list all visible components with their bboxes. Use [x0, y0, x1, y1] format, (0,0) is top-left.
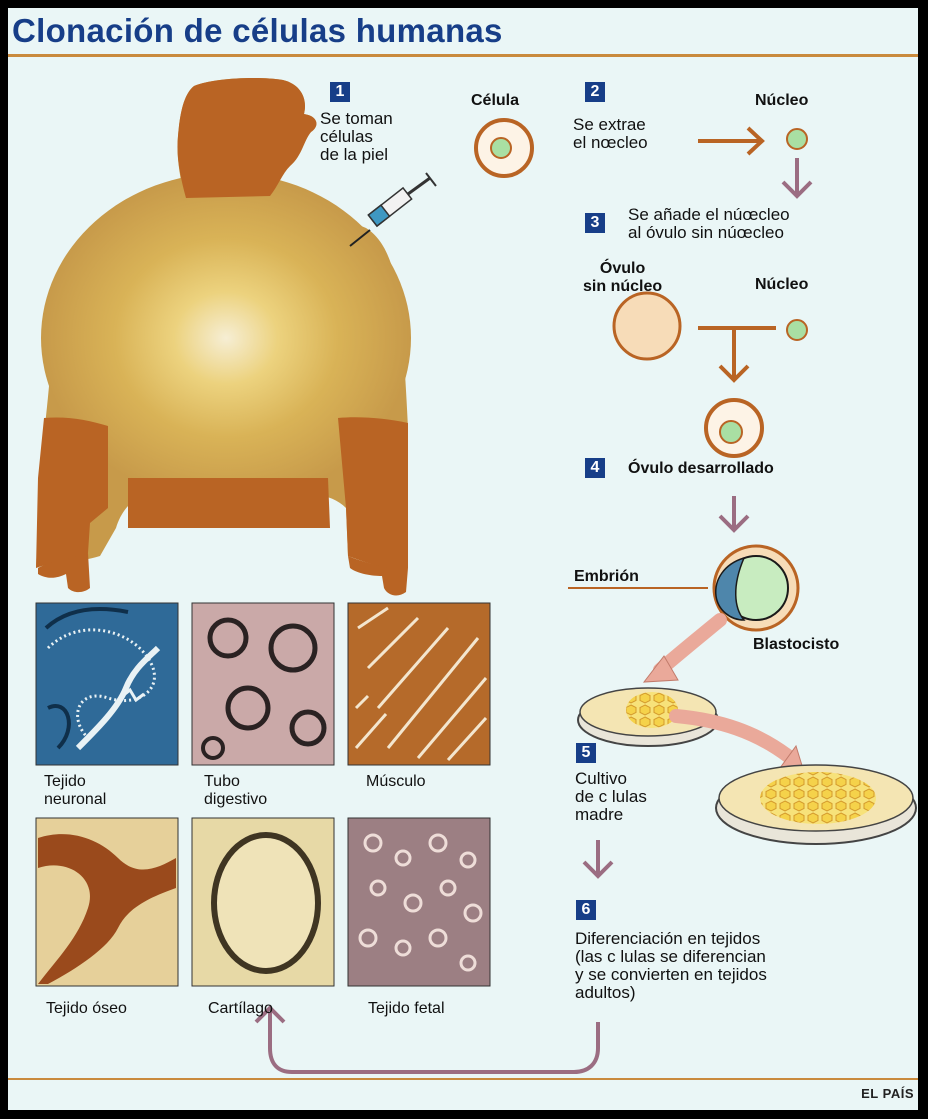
tissue-caption-fetal: Tejido fetal: [368, 1000, 445, 1018]
arrow-join-orange: [698, 328, 776, 380]
title-divider: [8, 54, 918, 57]
step-1-badge: 1: [330, 82, 350, 102]
tissue-caption-bone: Tejido óseo: [46, 1000, 127, 1018]
credit-label: EL PAÍS: [861, 1086, 914, 1101]
tissue-neural-image: [36, 603, 178, 765]
arrow-pink-curved: [676, 716, 804, 772]
tissue-cartilage-image: [192, 818, 334, 986]
developed-ovum: [706, 400, 762, 456]
arrow-down-mauve: [720, 496, 748, 530]
step-1-text: Se toman células de la piel: [320, 110, 393, 164]
arrow-pink-curved: [644, 620, 720, 682]
nucleus-label-2: Núcleo: [755, 276, 808, 294]
step-6-badge: 6: [576, 900, 596, 920]
page-title: Clonación de células humanas: [12, 12, 503, 50]
cell-label: Célula: [471, 92, 519, 110]
arrow-down-mauve: [783, 158, 811, 196]
cell-diagram: [476, 120, 532, 176]
step-5-badge: 5: [576, 743, 596, 763]
petri-dish-large: [716, 765, 916, 844]
embryo-label: Embrión: [574, 568, 639, 586]
infographic: Clonación de células humanas 1 Se toman …: [8, 8, 918, 1110]
tissue-digestive-image: [192, 603, 334, 765]
nucleus-label: Núcleo: [755, 92, 808, 110]
step-3-badge: 3: [585, 213, 605, 233]
illustration-layer: [8, 8, 918, 1110]
nucleus-icon: [787, 129, 807, 149]
step-2-text: Se extrae el nœcleo: [573, 116, 648, 152]
blastocyst-diagram: [568, 546, 798, 630]
step-5-text: Cultivo de c lulas madre: [575, 770, 647, 824]
tissue-caption-cartilage: Cartílago: [208, 1000, 273, 1018]
step-3-text: Se añade el núœcleo al óvulo sin núœcleo: [628, 206, 790, 242]
arrow-right-orange: [698, 128, 762, 154]
tissue-caption-digestive: Tubo digestivo: [204, 773, 267, 809]
tissue-caption-muscle: Músculo: [366, 773, 426, 791]
step-4-text: Óvulo desarrollado: [628, 460, 774, 478]
footer-divider: [8, 1078, 918, 1080]
tissue-caption-neural: Tejido neuronal: [44, 773, 106, 809]
tissue-fetal-image: [348, 818, 490, 986]
arrow-down-mauve: [584, 840, 612, 876]
tissue-bone-image: [36, 818, 178, 986]
step-2-badge: 2: [585, 82, 605, 102]
step-6-text: Diferenciación en tejidos (las c lulas s…: [575, 930, 767, 1002]
ovum-label: Óvulo sin núcleo: [583, 260, 662, 296]
syringe-icon: [350, 173, 436, 246]
nucleus-icon: [787, 320, 807, 340]
tissue-muscle-image: [348, 603, 490, 765]
blastocyst-label: Blastocisto: [753, 636, 839, 654]
ovum-without-nucleus: [614, 293, 680, 359]
step-4-badge: 4: [585, 458, 605, 478]
